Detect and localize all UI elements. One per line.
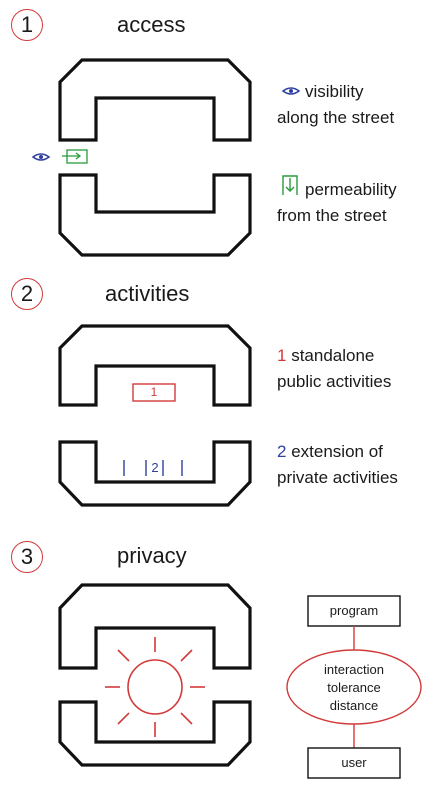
legend-extension-line1: 2 extension of (277, 439, 383, 464)
user-label: user (341, 755, 367, 770)
building-top-shape-1 (58, 58, 252, 142)
public-activity-box (132, 383, 176, 402)
building-bottom-shape-1 (58, 173, 252, 257)
legend-standalone-line2: public activities (277, 372, 392, 391)
building-bottom-shape-2 (58, 440, 252, 507)
private-activity-label: 2 (151, 460, 159, 475)
ellipse-label-tolerance: tolerance (327, 680, 381, 695)
program-label: program (329, 603, 379, 618)
legend-extension-text: extension of (291, 442, 383, 461)
legend-visibility-line2: along the street (277, 108, 395, 127)
legend-extension-line2: private activities (277, 468, 398, 487)
legend-extension-number: 2 (277, 442, 287, 461)
section-3-title: privacy (117, 543, 187, 568)
building-bottom-shape-3 (58, 700, 252, 767)
section-1-number: 1 (11, 9, 43, 41)
entry-icon (62, 149, 88, 164)
building-top-shape-2 (58, 324, 252, 407)
legend-standalone-line1: 1 standalone (277, 343, 374, 368)
section-1-title: access (117, 12, 186, 37)
legend-permeability-line1: permeability (305, 180, 397, 199)
private-activity-marks (123, 460, 183, 476)
ellipse-label-interaction: interaction (324, 662, 384, 677)
legend-permeability-line2: from the street (277, 206, 387, 225)
sun-icon (105, 637, 205, 737)
section-3-number: 3 (11, 541, 43, 573)
legend-standalone-text: standalone (291, 346, 375, 365)
section-2-number: 2 (11, 278, 43, 310)
legend-eye-icon (281, 87, 301, 95)
eye-icon (31, 153, 51, 161)
building-top-shape-3 (58, 583, 252, 670)
public-activity-label: 1 (150, 385, 158, 399)
legend-visibility-line1: visibility (305, 82, 364, 101)
legend-standalone-number: 1 (277, 346, 287, 365)
section-2-title: activities (105, 281, 190, 306)
user-box (307, 747, 401, 779)
legend-permeability-icon (282, 175, 298, 195)
ellipse-label-distance: distance (329, 698, 379, 713)
